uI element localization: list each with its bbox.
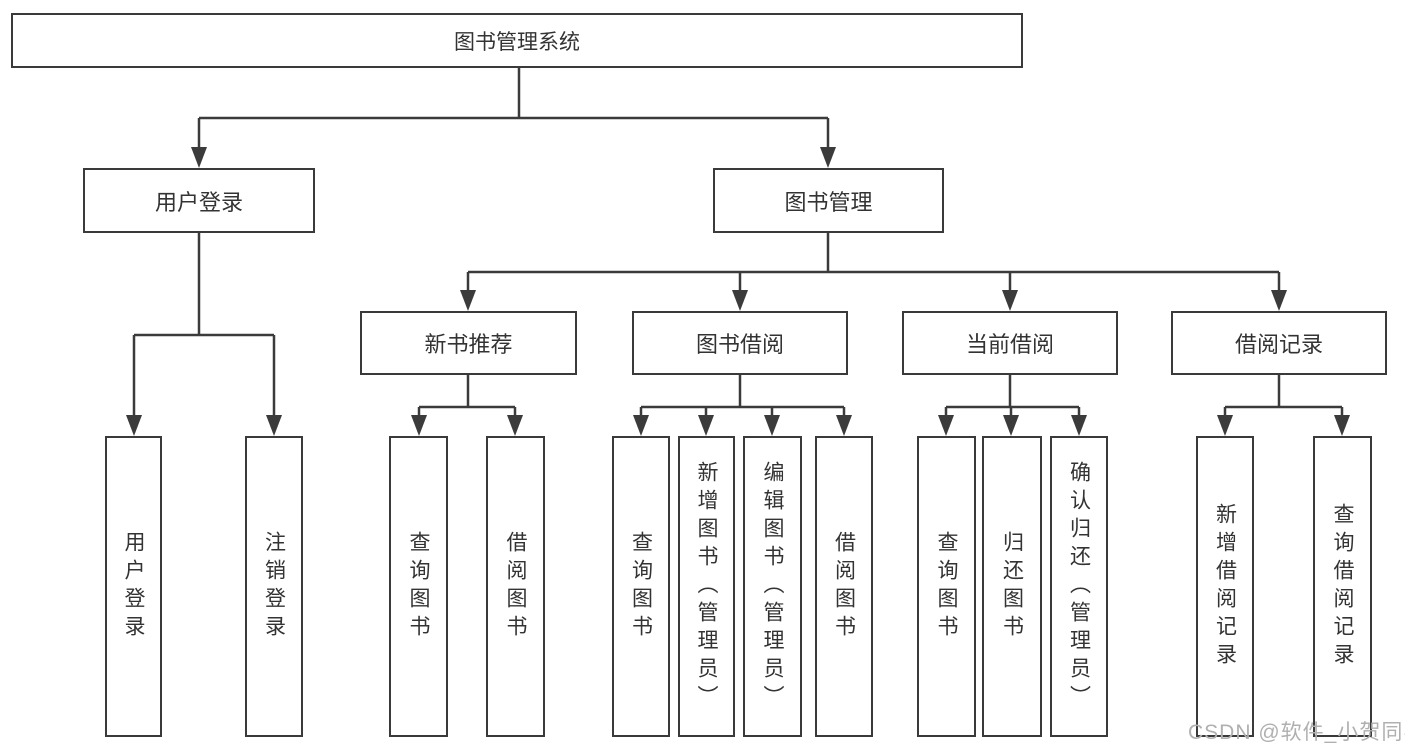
connector-current-borrow-to-leaves	[944, 375, 1081, 415]
arrow-down-icon	[698, 415, 714, 436]
leaf-logout: 注销登录	[245, 436, 303, 737]
leaf-recommend-borrow-books: 借阅图书	[486, 436, 545, 737]
leaf-add-books-admin-label: 新增图书（管理员）	[695, 460, 718, 713]
leaf-borrow-books: 借阅图书	[815, 436, 873, 737]
leaf-borrow-query-books: 查询图书	[612, 436, 670, 737]
node-root: 图书管理系统	[11, 13, 1023, 68]
node-new-book-recommend-label: 新书推荐	[424, 332, 513, 357]
leaf-return-books: 归还图书	[982, 436, 1042, 737]
arrow-down-icon	[191, 147, 207, 168]
arrow-down-icon	[633, 415, 649, 436]
arrow-down-icon	[126, 415, 142, 436]
arrow-down-icon	[266, 415, 282, 436]
leaf-recommend-borrow-books-label: 借阅图书	[504, 530, 527, 643]
node-book-borrow-label: 图书借阅	[695, 332, 784, 357]
leaf-recommend-query-books: 查询图书	[389, 436, 448, 737]
leaf-confirm-return-admin-label: 确认归还（管理员）	[1067, 460, 1091, 713]
arrow-down-icon	[507, 415, 523, 436]
node-borrow-records: 借阅记录	[1171, 311, 1387, 375]
connector-arrowheads	[126, 147, 1350, 436]
arrow-down-icon	[411, 415, 427, 436]
leaf-add-books-admin: 新增图书（管理员）	[678, 436, 735, 737]
connector-new-book-recommend-to-leaves	[417, 375, 517, 415]
arrow-down-icon	[732, 290, 748, 311]
node-borrow-records-label: 借阅记录	[1234, 332, 1323, 357]
leaf-current-query-books: 查询图书	[917, 436, 976, 737]
leaf-user-login: 用户登录	[105, 436, 162, 737]
leaf-edit-books-admin-label: 编辑图书（管理员）	[761, 460, 784, 713]
arrow-down-icon	[460, 290, 476, 311]
connector-paths	[132, 68, 1344, 415]
arrow-down-icon	[1003, 415, 1019, 436]
leaf-query-borrow-record-label: 查询借阅记录	[1331, 502, 1354, 671]
leaf-query-borrow-record: 查询借阅记录	[1313, 436, 1372, 737]
watermark: CSDN @软件_小贺同学	[1188, 721, 1405, 744]
leaf-logout-label: 注销登录	[262, 530, 286, 643]
leaf-add-borrow-record-label: 新增借阅记录	[1213, 502, 1237, 671]
node-current-borrow: 当前借阅	[902, 311, 1118, 375]
node-root-label: 图书管理系统	[454, 30, 580, 54]
leaf-recommend-query-books-label: 查询图书	[407, 530, 430, 643]
arrow-down-icon	[836, 415, 852, 436]
node-book-borrow: 图书借阅	[632, 311, 848, 375]
node-book-management: 图书管理	[713, 168, 944, 233]
leaf-borrow-books-label: 借阅图书	[832, 530, 856, 643]
arrow-down-icon	[1271, 290, 1287, 311]
arrow-down-icon	[1071, 415, 1087, 436]
arrow-down-icon	[938, 415, 954, 436]
arrow-down-icon	[820, 147, 836, 168]
node-user-login: 用户登录	[83, 168, 315, 233]
leaf-user-login-label: 用户登录	[122, 530, 145, 643]
leaf-confirm-return-admin: 确认归还（管理员）	[1050, 436, 1108, 737]
node-user-login-label: 用户登录	[154, 189, 243, 215]
arrow-down-icon	[1217, 415, 1233, 436]
leaf-add-borrow-record: 新增借阅记录	[1196, 436, 1254, 737]
connector-book-borrow-to-leaves	[639, 375, 846, 415]
arrow-down-icon	[1002, 290, 1018, 311]
leaf-return-books-label: 归还图书	[1000, 530, 1024, 643]
connector-user-login-to-leaves	[132, 233, 276, 415]
leaf-edit-books-admin: 编辑图书（管理员）	[743, 436, 802, 737]
arrow-down-icon	[764, 415, 780, 436]
leaf-current-query-books-label: 查询图书	[935, 530, 958, 643]
node-book-management-label: 图书管理	[784, 189, 873, 215]
connector-root-to-level2	[197, 68, 830, 147]
connector-book-management-to-level3	[466, 233, 1281, 290]
node-current-borrow-label: 当前借阅	[965, 332, 1054, 357]
arrow-down-icon	[1334, 415, 1350, 436]
connector-borrow-records-to-leaves	[1223, 375, 1344, 415]
node-new-book-recommend: 新书推荐	[360, 311, 577, 375]
leaf-borrow-query-books-label: 查询图书	[629, 530, 653, 643]
